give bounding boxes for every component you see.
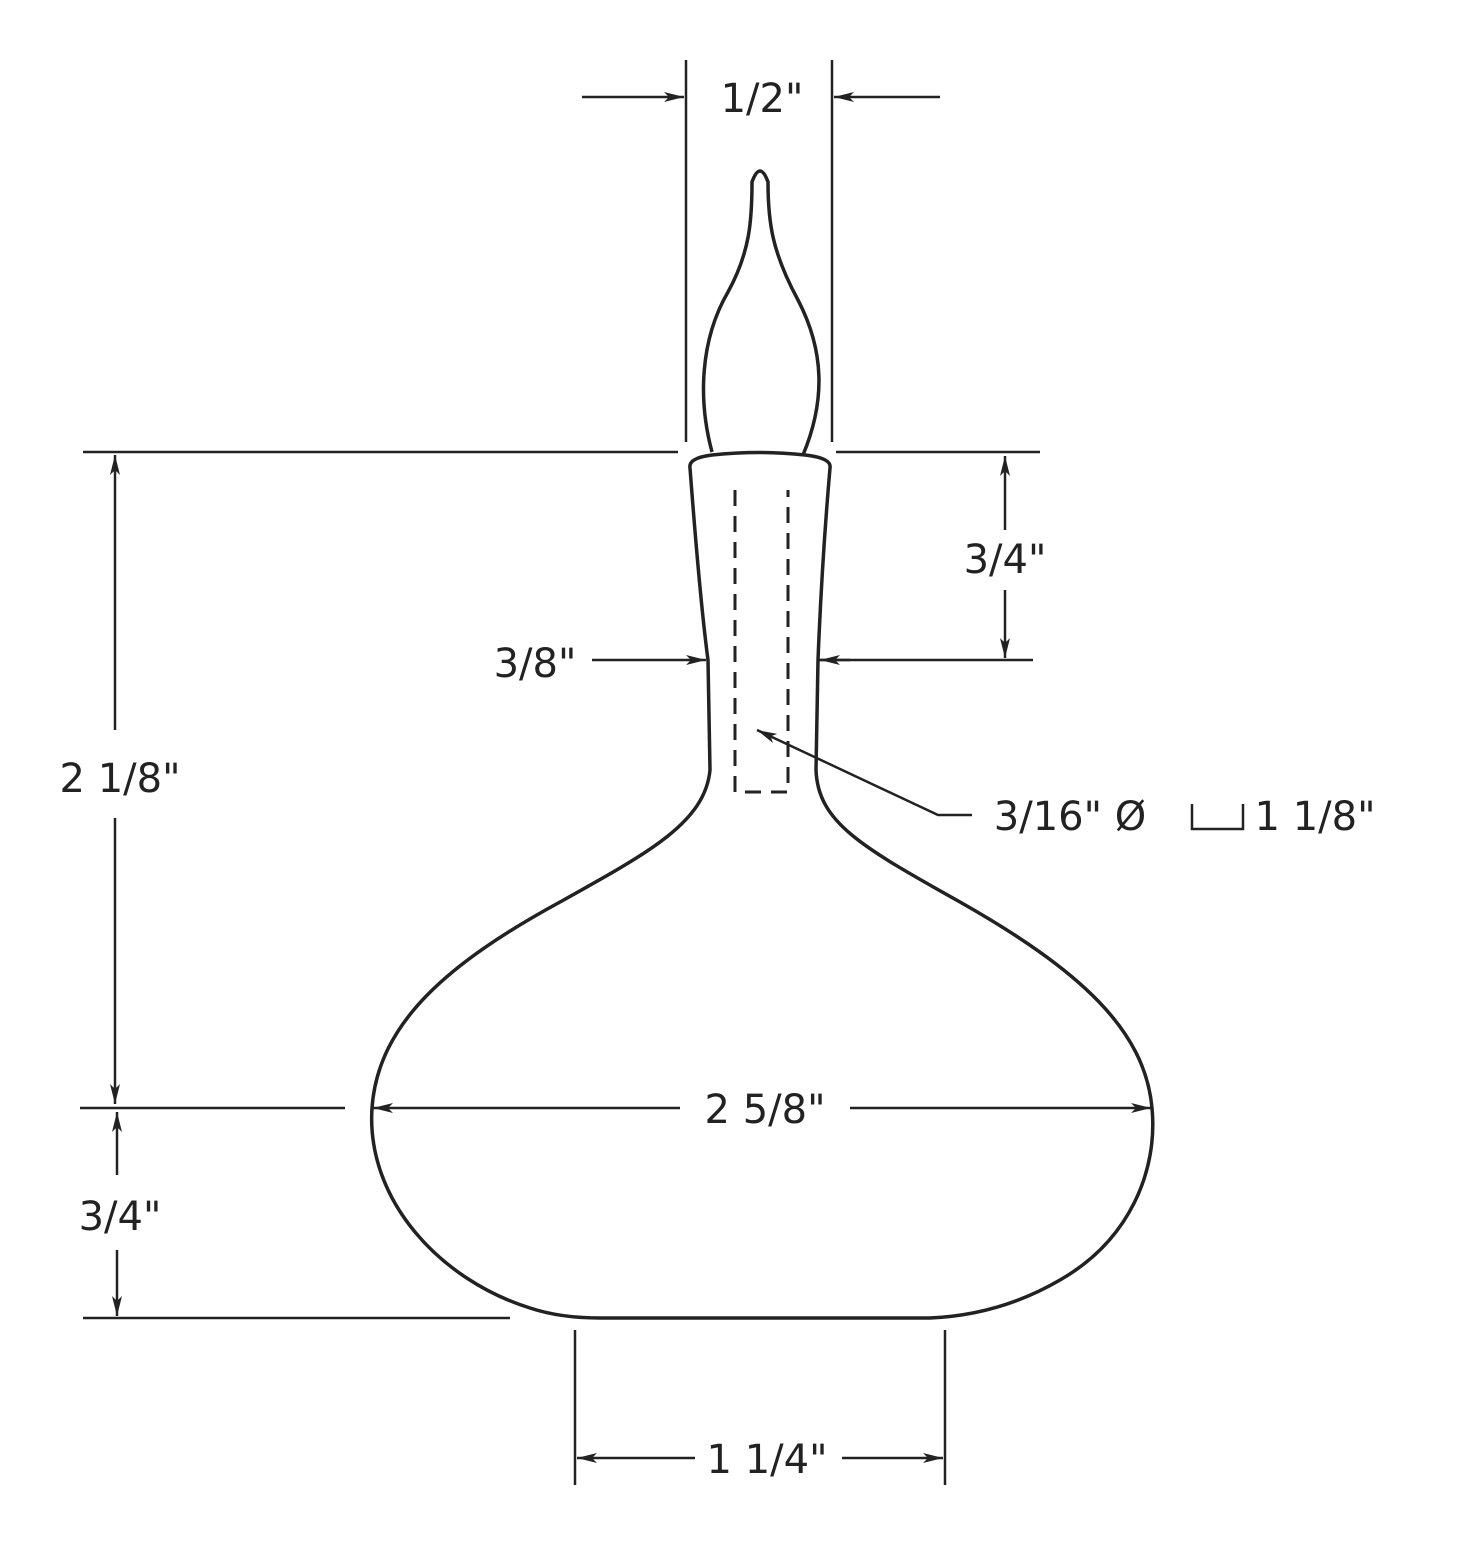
finial-body-outline — [369, 450, 1155, 1320]
hole-diameter-label: 3/16" Ø — [994, 794, 1146, 840]
dim-label: 3/4" — [964, 537, 1047, 583]
dim-base-width: 1 1/4" — [573, 1330, 947, 1485]
counterbore-depth-icon — [1190, 804, 1245, 831]
flame-outline — [701, 169, 821, 456]
dim-upper-height: 2 1/8" — [60, 455, 181, 1104]
dim-label: 3/4" — [79, 1194, 162, 1240]
hole-depth-label: 1 1/8" — [1255, 794, 1376, 840]
dim-flame-width: 1/2" — [582, 60, 940, 442]
dim-body-width: 2 5/8" — [373, 1087, 1151, 1133]
dim-label: 2 1/8" — [60, 756, 181, 802]
dim-lower-height: 3/4" — [79, 1112, 510, 1320]
dim-label: 3/8" — [494, 641, 577, 687]
dim-label: 1 1/4" — [707, 1437, 828, 1483]
dim-label: 2 5/8" — [705, 1087, 826, 1133]
dim-label: 1/2" — [721, 76, 804, 122]
dim-neck-width: 3/8" — [494, 641, 850, 687]
hidden-hole — [733, 490, 790, 794]
hole-callout: 3/16" Ø 1 1/8" — [756, 728, 1376, 840]
dim-collar-height: 3/4" — [818, 456, 1047, 662]
